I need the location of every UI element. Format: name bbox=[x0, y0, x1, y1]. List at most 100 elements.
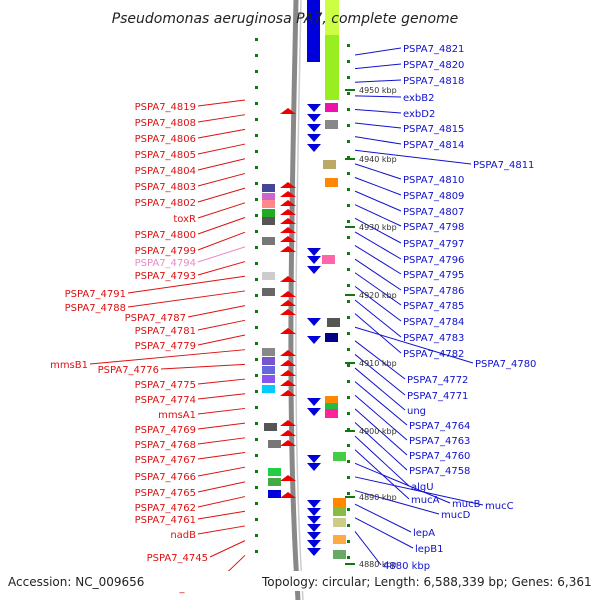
track-dot-right bbox=[347, 380, 350, 383]
left-leader-line bbox=[187, 305, 246, 318]
right-leader-line bbox=[354, 285, 402, 322]
right-leader-line bbox=[354, 422, 408, 471]
track-dot-left bbox=[255, 262, 258, 265]
genome-backbone-outer bbox=[295, 0, 304, 601]
forward-arrow-1 bbox=[280, 182, 296, 188]
left-gene-label: PSPA7_4765 bbox=[135, 488, 196, 499]
reverse-arrow-1 bbox=[307, 114, 321, 122]
map-title: Pseudomonas aeruginosa PA7, complete gen… bbox=[112, 11, 459, 27]
left-gene-label: PSPA7_4805 bbox=[135, 150, 196, 161]
band-blue bbox=[307, 0, 320, 62]
left-gene-label: PSPA7_4803 bbox=[135, 182, 196, 193]
track-dot-left bbox=[255, 358, 258, 361]
left-gene-label: PSPA7_4774 bbox=[135, 395, 196, 406]
left-leader-line bbox=[197, 261, 246, 276]
track-dot-right bbox=[347, 492, 350, 495]
label-leaders bbox=[89, 47, 484, 588]
right-gene-label: PSPA7_4771 bbox=[407, 391, 468, 402]
tick-label: 4900 kbp bbox=[359, 427, 397, 436]
band-block-10 bbox=[333, 452, 346, 461]
band-block-4 bbox=[322, 255, 335, 264]
reverse-arrow-15 bbox=[307, 508, 321, 516]
forward-arrow-13 bbox=[280, 328, 296, 334]
right-gene-label: PSPA7_4782 bbox=[403, 349, 464, 360]
left-gene-box-8 bbox=[262, 348, 275, 356]
right-leader-line bbox=[354, 503, 412, 533]
track-dot-left bbox=[255, 86, 258, 89]
right-leader-line bbox=[354, 108, 402, 114]
band-block-9 bbox=[325, 409, 338, 418]
left-leader-line bbox=[209, 540, 246, 558]
right-gene-label: exbD2 bbox=[403, 109, 435, 120]
track-dot-right bbox=[347, 188, 350, 191]
right-leader-line bbox=[354, 490, 440, 515]
track-dot-left bbox=[255, 38, 258, 41]
track-dot-right bbox=[347, 556, 350, 559]
track-dot-left bbox=[255, 470, 258, 473]
left-gene-label: PSPA7_4766 bbox=[135, 472, 196, 483]
left-leader-line bbox=[197, 452, 246, 460]
track-dot-left bbox=[255, 70, 258, 73]
reverse-arrow-13 bbox=[307, 463, 321, 471]
left-leader-line bbox=[197, 217, 246, 235]
right-gene-label: algU bbox=[411, 482, 434, 493]
left-leader-line bbox=[127, 275, 246, 294]
left-leader-line bbox=[197, 128, 246, 139]
left-leader-line bbox=[197, 319, 246, 331]
tick-label: 4910 kbp bbox=[359, 359, 397, 368]
track-dot-right bbox=[347, 108, 350, 111]
right-gene-label: PSPA7_4814 bbox=[403, 140, 464, 151]
left-gene-box-13 bbox=[264, 423, 277, 431]
right-gene-label: PSPA7_4797 bbox=[403, 239, 464, 250]
track-dot-right bbox=[347, 220, 350, 223]
right-gene-label: PSPA7_4821 bbox=[403, 44, 464, 55]
left-gene-box-10 bbox=[262, 366, 275, 374]
left-gene-box-0 bbox=[262, 184, 275, 192]
track-dot-right bbox=[347, 300, 350, 303]
left-gene-label: mmsA1 bbox=[158, 410, 196, 421]
track-dot-right bbox=[347, 524, 350, 527]
band-block-5 bbox=[327, 318, 340, 327]
right-gene-label: PSPA7_4785 bbox=[403, 301, 464, 312]
right-leader-line bbox=[354, 354, 406, 396]
track-dots bbox=[255, 38, 350, 559]
right-gene-label: PSPA7_4760 bbox=[409, 451, 470, 462]
left-gene-box-2 bbox=[262, 200, 275, 208]
forward-arrow-22 bbox=[280, 475, 296, 481]
track-dot-left bbox=[255, 422, 258, 425]
forward-arrow-10 bbox=[280, 291, 296, 297]
left-gene-box-6 bbox=[262, 272, 275, 280]
band-block-14 bbox=[333, 535, 346, 544]
left-leader-line bbox=[197, 143, 246, 155]
band-block-1 bbox=[325, 120, 338, 129]
forward-arrow-0 bbox=[280, 108, 296, 114]
band-block-8 bbox=[325, 403, 338, 412]
left-leader-line bbox=[197, 334, 246, 346]
left-leader-line bbox=[127, 290, 246, 308]
band-block-7 bbox=[325, 396, 338, 405]
reverse-arrow-10 bbox=[307, 398, 321, 406]
left-gene-label: PSPA7_4762 bbox=[135, 503, 196, 514]
left-leader-line bbox=[197, 99, 246, 107]
topology-text: Topology: circular; Length: 6,588,339 bp… bbox=[261, 575, 592, 589]
tick-label: 4880 kbp bbox=[359, 560, 397, 569]
track-dot-right bbox=[347, 124, 350, 127]
reverse-arrow-19 bbox=[307, 540, 321, 548]
right-gene-label: PSPA7_4763 bbox=[409, 436, 470, 447]
forward-arrow-20 bbox=[280, 430, 296, 436]
right-gene-label: PSPA7_4772 bbox=[407, 375, 468, 386]
left-gene-label: nadB bbox=[170, 530, 196, 541]
tick-label: 4930 kbp bbox=[359, 223, 397, 232]
right-gene-label: mucD bbox=[441, 510, 471, 521]
track-dot-left bbox=[255, 294, 258, 297]
track-dot-left bbox=[255, 166, 258, 169]
reverse-arrow-2 bbox=[307, 124, 321, 132]
right-leader-line bbox=[354, 231, 402, 260]
right-gene-label: PSPA7_4807 bbox=[403, 207, 464, 218]
right-gene-label: PSPA7_4798 bbox=[403, 222, 464, 233]
right-gene-label: PSPA7_4820 bbox=[403, 60, 464, 71]
track-dot-left bbox=[255, 486, 258, 489]
forward-arrow-8 bbox=[280, 246, 296, 252]
left-gene-label: PSPA7_4819 bbox=[135, 102, 196, 113]
